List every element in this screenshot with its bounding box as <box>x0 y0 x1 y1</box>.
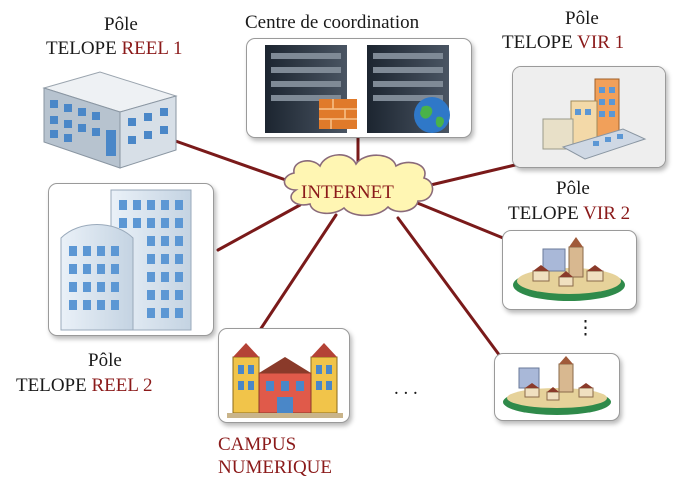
coordination-title: Centre de coordination <box>245 12 420 33</box>
globe-icon <box>414 97 450 133</box>
vir2-label-line2: TELOPE VIR 2 <box>508 203 630 225</box>
more-virtual-nodes-ellipsis: ⋮ <box>576 318 595 339</box>
internet-label: INTERNET <box>301 182 394 203</box>
vir2-frame <box>502 230 637 310</box>
vir2-accent: VIR 2 <box>583 203 631 224</box>
more-nodes-ellipsis: . . . <box>394 378 418 399</box>
virtual-city-icon <box>513 67 665 167</box>
campus-label-line2: NUMERIQUE <box>218 457 332 478</box>
vir1-frame <box>512 66 666 168</box>
vir1-label-line1: Pôle <box>565 8 599 29</box>
vir1-label-line2: TELOPE VIR 1 <box>502 32 624 54</box>
reel1-prefix: TELOPE <box>46 38 117 59</box>
village-island-icon-2 <box>503 356 611 415</box>
campus-building-icon <box>227 343 343 418</box>
village-island-icon <box>513 237 625 301</box>
link-campus <box>256 213 338 335</box>
vir2-label-line1: Pôle <box>556 178 590 199</box>
coordination-frame <box>246 38 472 138</box>
campus-label-line1: CAMPUS <box>218 434 297 455</box>
reel2-label-line2: TELOPE REEL 2 <box>16 375 153 397</box>
reel2-label-line1: Pôle <box>88 350 122 371</box>
campus-frame <box>218 328 350 423</box>
reel2-frame <box>48 183 214 336</box>
reel1-label-line2: TELOPE REEL 1 <box>46 38 183 60</box>
vir1-prefix: TELOPE <box>502 32 573 53</box>
reel2-prefix: TELOPE <box>16 375 87 396</box>
link-reel2 <box>216 203 302 252</box>
link-vir2 <box>408 198 510 242</box>
vir1-accent: VIR 1 <box>577 32 625 53</box>
servers-icon <box>265 45 450 133</box>
reel1-label-line1: Pôle <box>104 14 138 35</box>
towers-icon <box>60 189 192 331</box>
reel1-accent: REEL 1 <box>121 38 183 59</box>
vir2-prefix: TELOPE <box>508 203 579 224</box>
link-vir1 <box>416 163 517 190</box>
firewall-icon <box>319 99 357 129</box>
link-vir-n <box>396 216 502 358</box>
vir-n-frame <box>494 353 620 421</box>
reel2-accent: REEL 2 <box>91 375 153 396</box>
